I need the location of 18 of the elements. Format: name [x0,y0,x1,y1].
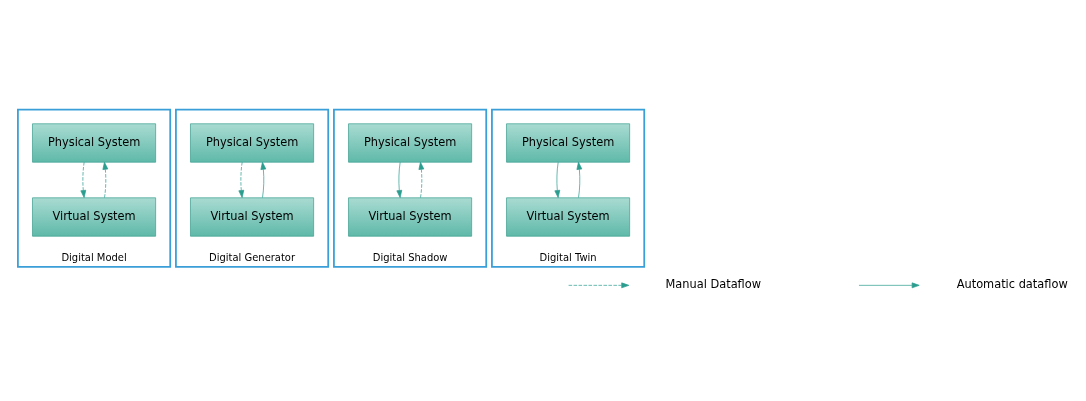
arrow [576,161,583,198]
arrow [238,161,245,198]
node-box: Physical System [190,122,314,163]
arrow [80,161,87,198]
node-box: Physical System [348,122,472,163]
node-box: Virtual System [348,196,472,237]
node-box: Physical System [506,122,630,163]
arrow [260,161,267,198]
node-box: Virtual System [506,196,630,237]
arrow [396,161,403,198]
arrow [554,161,561,198]
node-box: Physical System [32,122,156,163]
arrow [102,161,109,198]
node-box: Virtual System [190,196,314,237]
legend-label: Automatic dataflow [956,276,1068,291]
node-box: Virtual System [32,196,156,237]
legend-label: Manual Dataflow [665,276,762,291]
arrow [418,161,425,198]
